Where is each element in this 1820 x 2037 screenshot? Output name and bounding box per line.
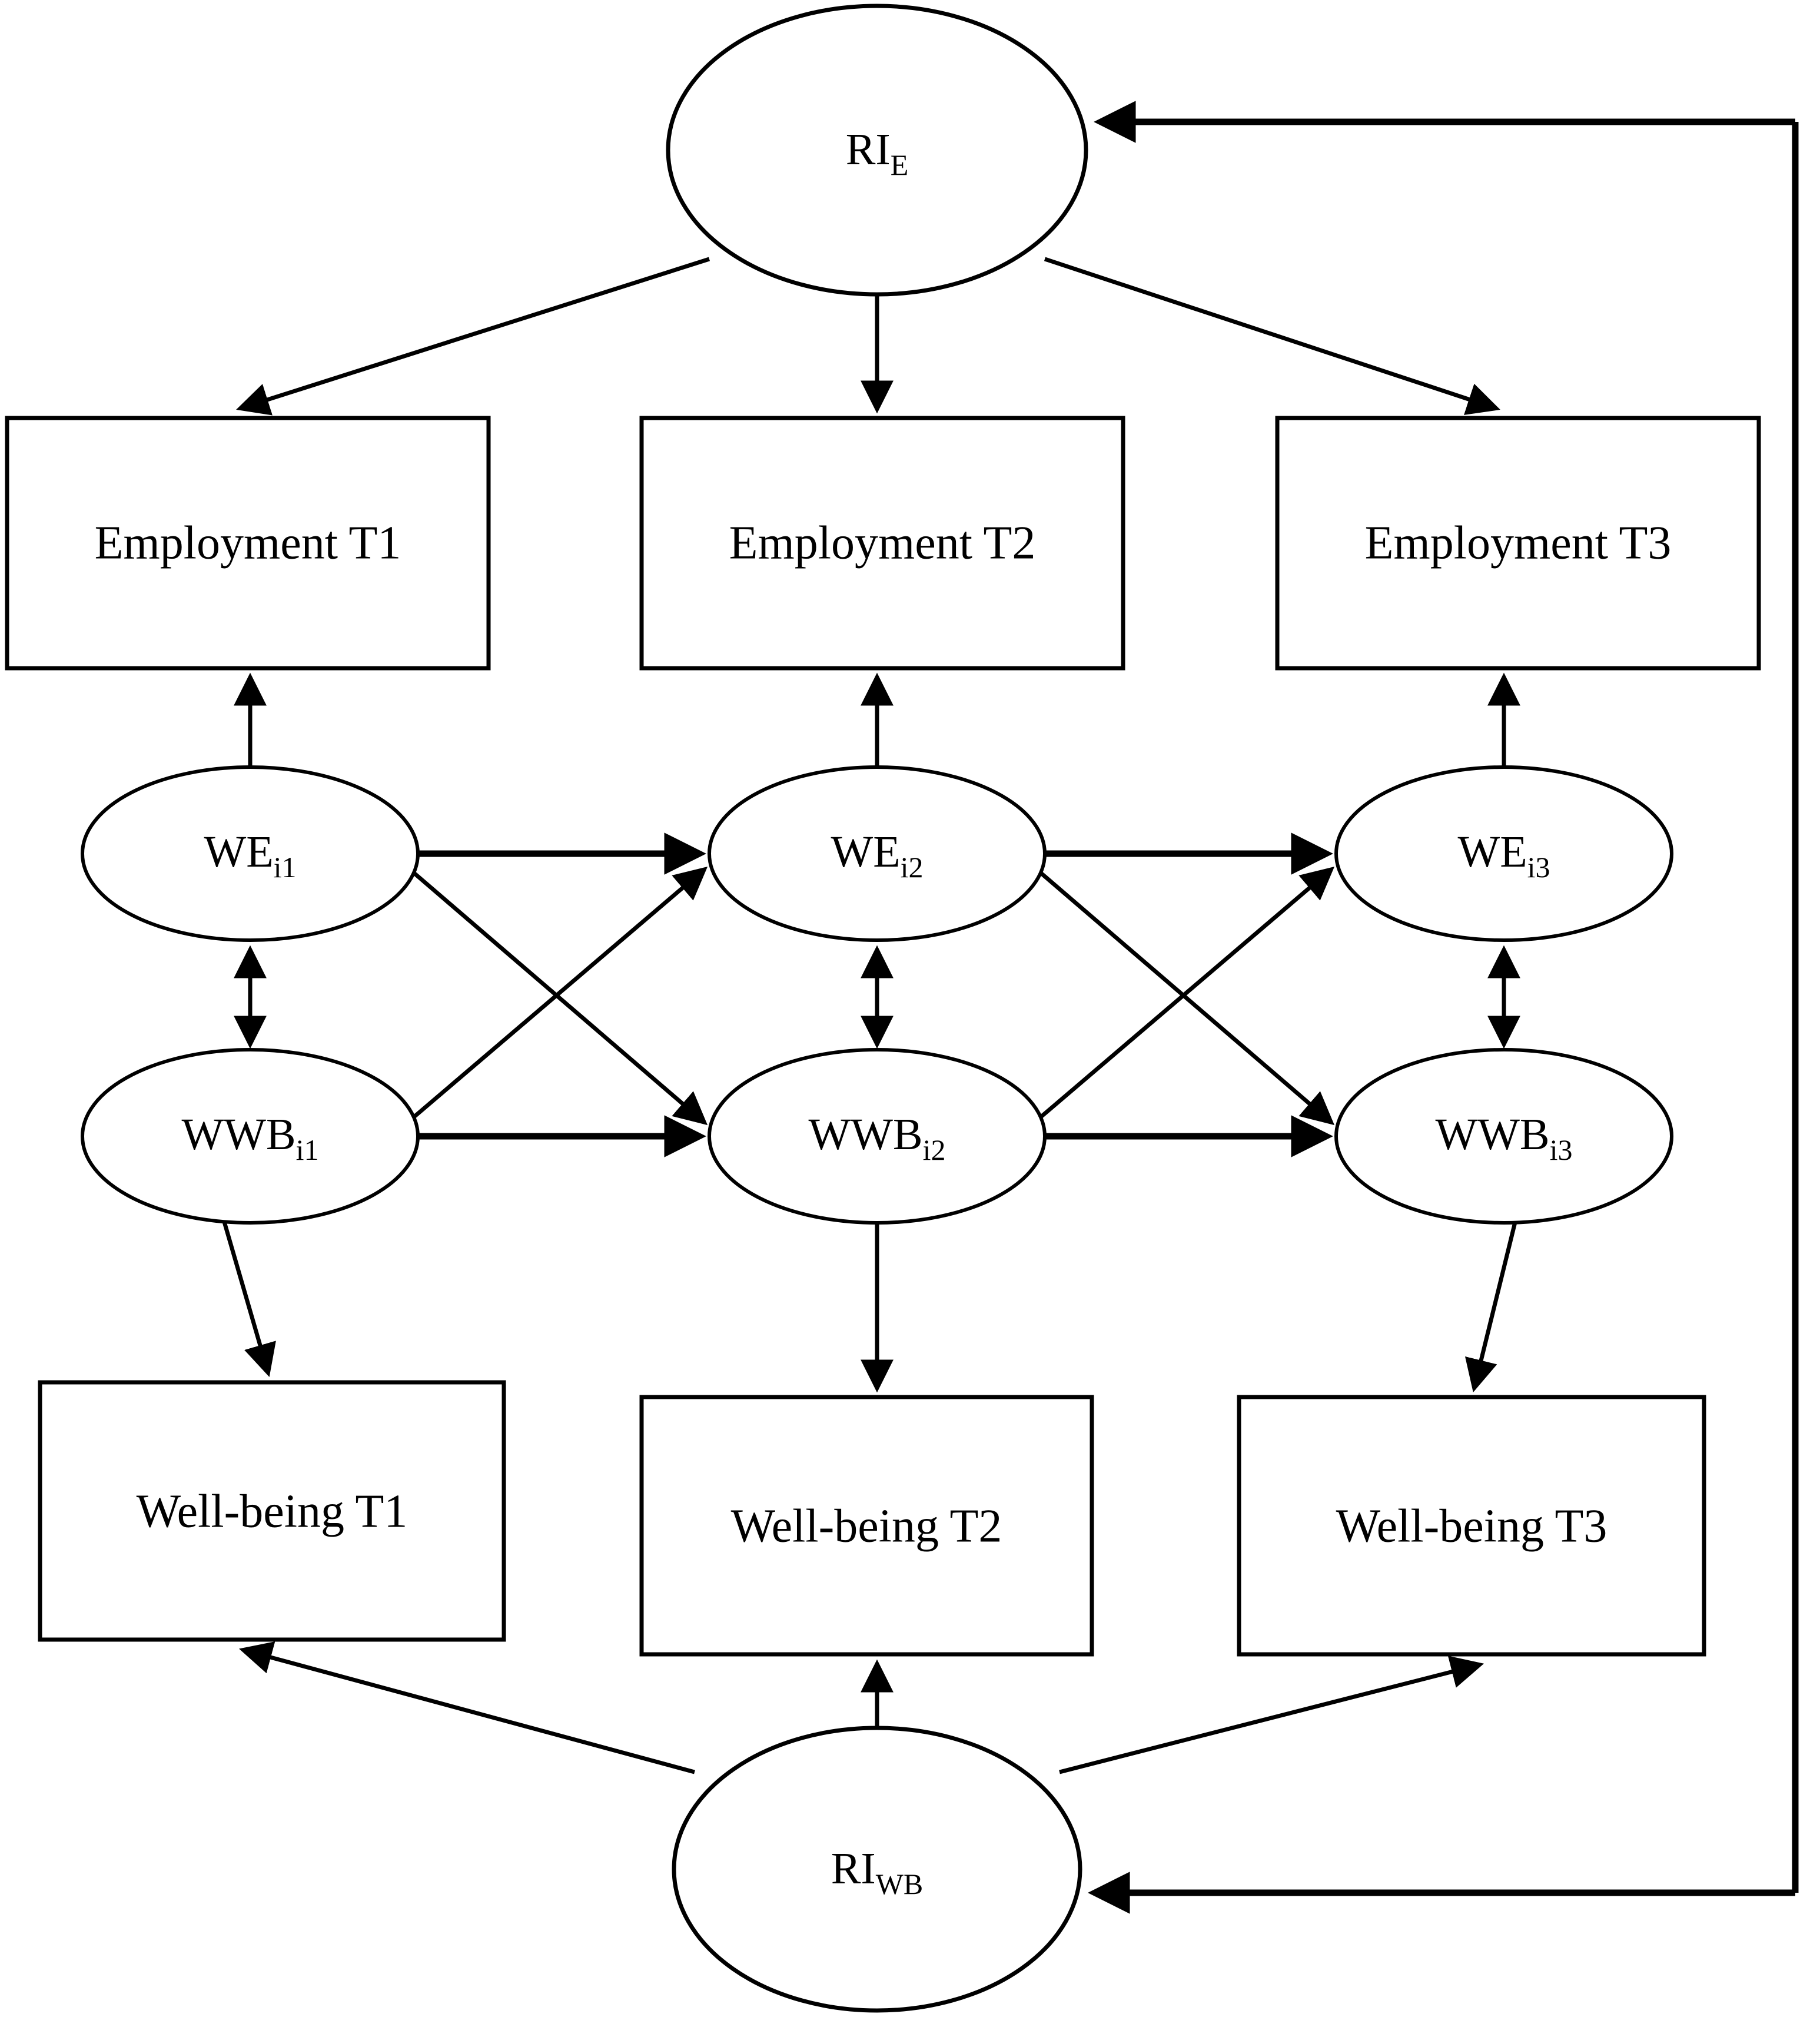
node-employment-t1[interactable]: Employment T1 <box>5 416 491 671</box>
employment-t1-label: Employment T1 <box>95 517 401 569</box>
employment-t2-label: Employment T2 <box>729 517 1036 569</box>
edge-wwb-i3-to-wb-t3 <box>1464 1219 1518 1393</box>
svg-text:WEi2: WEi2 <box>831 827 923 884</box>
node-wellbeing-t2[interactable]: Well-being T2 <box>639 1395 1094 1657</box>
wwb-i3-subscript: i3 <box>1550 1133 1573 1166</box>
we-i1-base: WE <box>204 827 273 877</box>
we-i2-subscript: i2 <box>901 851 924 884</box>
wwb-i3-base: WWB <box>1435 1110 1549 1159</box>
wwb-i1-subscript: i1 <box>296 1133 319 1166</box>
node-we-i1[interactable]: WEi1 <box>81 765 420 942</box>
node-wwb-i2[interactable]: WWBi2 <box>708 1048 1047 1225</box>
edge-group-we-to-emp <box>234 672 1520 767</box>
edge-group-correlations <box>234 945 1520 1049</box>
node-wellbeing-t1[interactable]: Well-being T1 <box>38 1380 506 1642</box>
svg-text:WWBi1: WWBi1 <box>181 1110 318 1166</box>
edge-wwb-i1-to-we-i2 <box>410 866 708 1120</box>
svg-text:RIWB: RIWB <box>831 1844 924 1900</box>
we-i3-subscript: i3 <box>1527 851 1550 884</box>
we-i2-base: WE <box>831 827 900 877</box>
svg-text:WWBi3: WWBi3 <box>1435 1110 1572 1166</box>
edge-group-cross-lagged <box>410 866 1335 1126</box>
ri-e-subscript: E <box>891 148 909 181</box>
svg-text:WWBi2: WWBi2 <box>808 1110 945 1166</box>
wwb-i2-subscript: i2 <box>923 1133 946 1166</box>
ri-wb-base: RI <box>831 1844 876 1893</box>
node-employment-t2[interactable]: Employment T2 <box>639 416 1125 671</box>
edge-group-ri-wb-loadings <box>238 1641 1484 1774</box>
wwb-i2-base: WWB <box>808 1110 922 1159</box>
ri-wb-subscript: WB <box>876 1867 924 1900</box>
svg-text:WEi1: WEi1 <box>204 827 296 884</box>
node-wellbeing-t3[interactable]: Well-being T3 <box>1237 1395 1706 1657</box>
wellbeing-t3-label: Well-being T3 <box>1336 1500 1608 1552</box>
we-i3-base: WE <box>1457 827 1527 877</box>
edge-ri-feedback-bus <box>1088 101 1799 1914</box>
node-we-i3[interactable]: WEi3 <box>1334 765 1673 942</box>
node-wwb-i3[interactable]: WWBi3 <box>1334 1048 1673 1225</box>
node-employment-t3[interactable]: Employment T3 <box>1275 416 1761 671</box>
edge-rie-to-emp-t3 <box>1044 257 1500 415</box>
edge-riwb-to-wb-t3 <box>1059 1656 1484 1774</box>
edge-wwb-i1-to-wb-t1 <box>221 1219 276 1377</box>
node-we-i2[interactable]: WEi2 <box>708 765 1047 942</box>
node-ri-employment[interactable]: RIE <box>666 4 1088 297</box>
svg-text:RIE: RIE <box>846 125 909 181</box>
edge-group-ri-e-loadings <box>236 257 1500 416</box>
svg-text:WEi3: WEi3 <box>1457 827 1550 884</box>
edge-rie-to-emp-t1 <box>236 257 710 416</box>
we-i1-subscript: i1 <box>274 851 297 884</box>
wellbeing-t1-label: Well-being T1 <box>137 1485 408 1537</box>
ri-e-base: RI <box>846 125 891 174</box>
employment-t3-label: Employment T3 <box>1365 517 1672 569</box>
edge-wwb-i2-to-we-i3 <box>1037 866 1335 1120</box>
edge-group-wwb-to-wb <box>221 1219 1518 1393</box>
edge-riwb-to-wb-t1 <box>238 1641 695 1774</box>
node-wwb-i1[interactable]: WWBi1 <box>81 1048 420 1225</box>
wellbeing-t2-label: Well-being T2 <box>731 1500 1002 1552</box>
node-ri-wellbeing[interactable]: RIWB <box>672 1726 1082 2013</box>
wwb-i1-base: WWB <box>181 1110 295 1159</box>
